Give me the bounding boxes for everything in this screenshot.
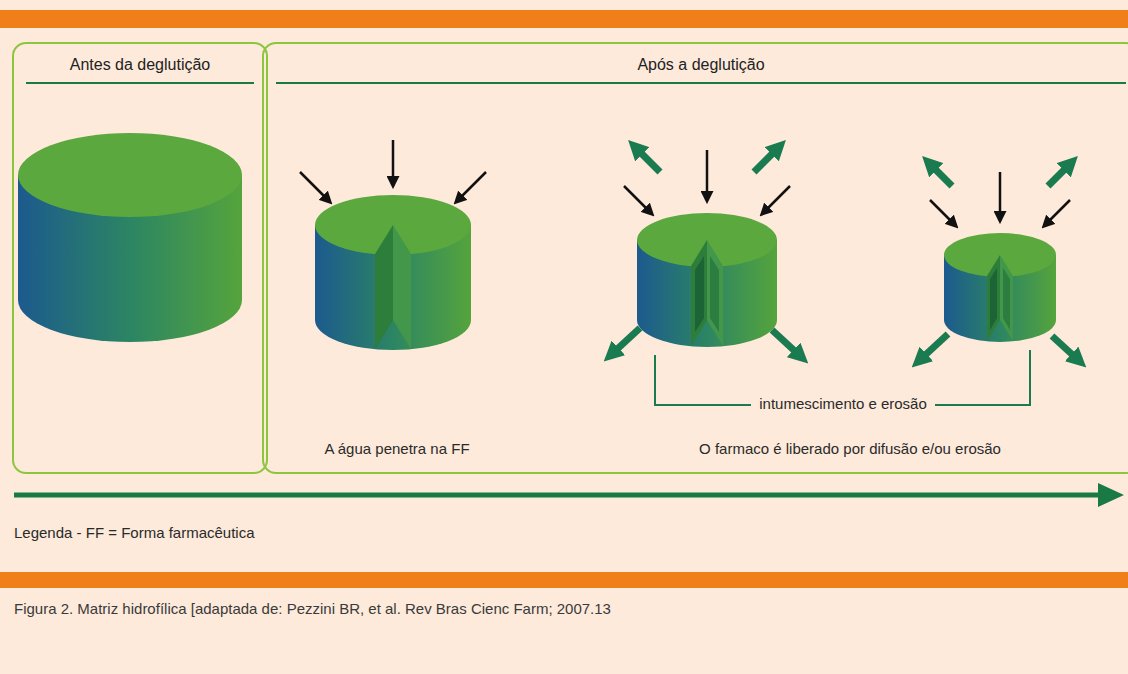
water-arrows [624,150,790,210]
tablet-intact [18,133,242,342]
panel-heading: Antes da deglutição [14,44,266,82]
tablet-hydrating [315,195,471,350]
water-arrows [930,172,1070,222]
tablet-eroding [944,233,1056,342]
panel-heading: Após a deglutição [264,44,1128,82]
top-bar [0,10,1128,28]
release-arrows [614,150,798,354]
heading-rule [276,82,1126,84]
annotation-text: A água penetra na FF [324,440,469,457]
tablet-swelling [637,213,777,347]
release-arrows [922,166,1076,358]
stage-panel: Antes da deglutição [12,42,268,474]
time-arrow [14,483,1124,507]
heading-rule [26,82,254,84]
bottom-bar [0,572,1128,588]
annotation-text: intumescimento e erosão [751,395,935,412]
annotation-text: O farmaco é liberado por difusão e/ou er… [699,440,1001,457]
legend-note: Legenda - FF = Forma farmacêutica [14,524,255,541]
water-arrows [300,140,486,198]
stage-panel: Após a deglutição [262,42,1128,474]
figure-caption: Figura 2. Matriz hidrofílica [adaptada d… [14,600,611,617]
